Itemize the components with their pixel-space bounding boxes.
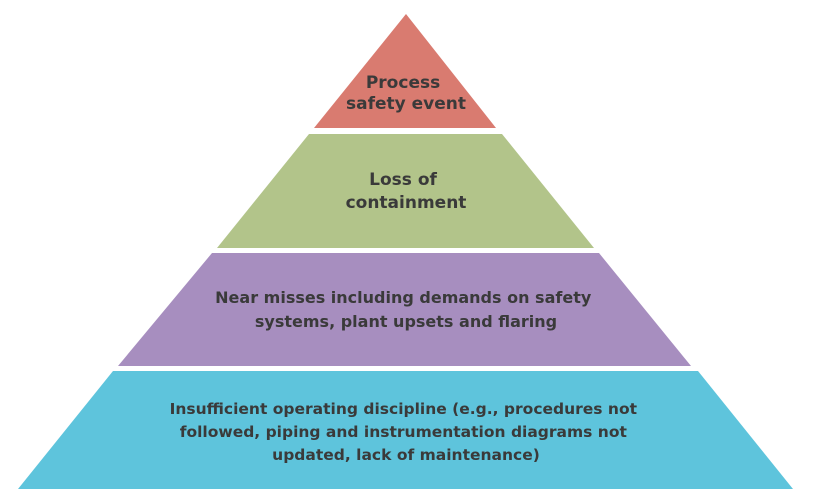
- tier-3-line-1: Near misses including demands on safety: [215, 288, 592, 307]
- tier-1-shape: [314, 14, 496, 128]
- tier-2-label: Loss of containment: [346, 170, 467, 213]
- pyramid-tier-1: Process safety event: [314, 14, 496, 128]
- tier-3-shape: [118, 253, 691, 366]
- tier-2-line-2: containment: [346, 193, 467, 213]
- tier-1-label: Process safety event: [346, 73, 466, 114]
- tier-4-label: Insufficient operating discipline (e.g.,…: [170, 400, 643, 464]
- tier-1-line-2: safety event: [346, 94, 466, 114]
- tier-4-line-2: followed, piping and instrumentation dia…: [180, 423, 628, 441]
- tier-2-line-1: Loss of: [369, 170, 437, 190]
- tier-4-line-3: updated, lack of maintenance): [272, 446, 540, 464]
- tier-4-line-1: Insufficient operating discipline (e.g.,…: [170, 400, 638, 418]
- tier-1-line-1: Process: [366, 73, 440, 93]
- pyramid-tier-3: Near misses including demands on safety …: [118, 253, 691, 366]
- tier-3-line-2: systems, plant upsets and flaring: [255, 312, 557, 331]
- tier-3-label: Near misses including demands on safety …: [215, 288, 597, 331]
- tier-2-shape: [217, 134, 594, 248]
- pyramid-tier-4: Insufficient operating discipline (e.g.,…: [18, 371, 793, 489]
- tier-4-shape: [18, 371, 793, 489]
- pyramid-tier-2: Loss of containment: [217, 134, 594, 248]
